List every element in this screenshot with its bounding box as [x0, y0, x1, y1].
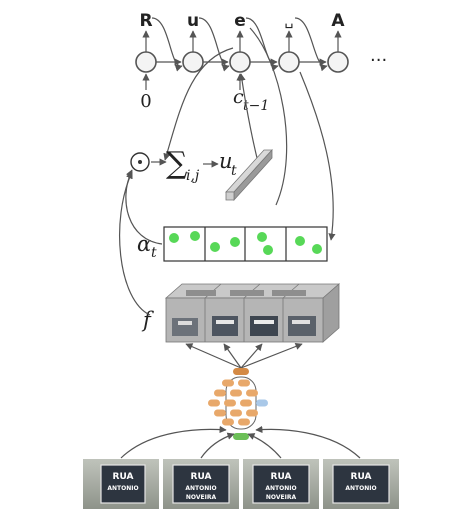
input-image-3: RUA ANTONIO NOVEIRA [243, 459, 319, 509]
input-image-4: RUA ANTONIO [323, 459, 399, 509]
sign-line-2: ANTONIO [107, 485, 138, 492]
attention-map [163, 226, 328, 262]
attention-dot [230, 237, 240, 247]
rnn-node-5 [327, 51, 349, 73]
attention-dot [257, 232, 267, 242]
cnn-network [208, 368, 268, 440]
alpha-to-odot-arrow [125, 169, 163, 245]
cnn-layer-cell [256, 399, 268, 407]
sequence-ellipsis: ··· [370, 50, 387, 71]
f-to-odot-arrow [118, 171, 151, 316]
attention-dot [312, 244, 322, 254]
cnn-layer-cell [238, 418, 250, 426]
feature-map-label: f [141, 308, 154, 332]
output-char-A: A [331, 11, 345, 31]
cnn-layer-cell [230, 389, 242, 397]
cnn-layer-cell [222, 379, 234, 387]
feature-subscript: t [231, 163, 237, 179]
feature-map-blocks [164, 283, 341, 343]
attention-dot [210, 242, 220, 252]
cnn-layer-cell [222, 418, 234, 426]
feature-vector-bar [225, 148, 273, 202]
cnn-output-layer [233, 368, 249, 375]
output-char-u: u [187, 11, 199, 31]
attention-dot [263, 245, 273, 255]
sum-symbol: ∑ [166, 146, 188, 181]
feedback-loops [151, 17, 328, 72]
cnn-layer-cell [208, 399, 220, 407]
cnn-layer-cell [238, 379, 250, 387]
cnn-layer-cell [214, 389, 226, 397]
output-char-R: R [139, 11, 152, 31]
cnn-to-features-arrows [185, 343, 303, 369]
cnn-layer-cell [230, 409, 242, 417]
cnn-layer-cell [240, 399, 252, 407]
sign-line-1: RUA [113, 472, 134, 482]
input-images: RUA ANTONIO RUA ANTONIO NOVEIRA RUA ANTONIO NOV… [83, 459, 399, 509]
sign-line-1: RUA [271, 472, 292, 482]
input-image-2: RUA ANTONIO NOVEIRA [163, 459, 239, 509]
rnn-node-3 [229, 51, 251, 73]
sign-line-2: ANTONIO [265, 485, 296, 492]
sign-line-2: ANTONIO [345, 485, 376, 492]
cnn-layer-cell [224, 399, 236, 407]
context-subscript: t−1 [243, 98, 269, 114]
input-image-1: RUA ANTONIO [83, 459, 159, 509]
attention-dot [190, 231, 200, 241]
initial-state-label: 0 [140, 91, 151, 112]
cnn-input-layer [233, 433, 249, 440]
decoder-attention-links [163, 27, 336, 241]
alpha-subscript: t [151, 245, 157, 261]
rnn-node-4 [278, 51, 300, 73]
cnn-layer-cell [246, 389, 258, 397]
odot-dot [138, 160, 142, 164]
rnn-node-1 [135, 51, 157, 73]
output-char-space: ␣ [285, 13, 294, 29]
sign-line-3: NOVEIRA [186, 494, 217, 501]
cnn-layer-cell [246, 409, 258, 417]
attention-dot [169, 233, 179, 243]
images-to-cnn-arrows [120, 425, 361, 459]
output-arrows [142, 30, 342, 52]
attention-dot [295, 236, 305, 246]
sign-line-1: RUA [191, 472, 212, 482]
rnn-node-2 [182, 51, 204, 73]
alpha-label: α [137, 232, 151, 256]
sign-line-2: ANTONIO [185, 485, 216, 492]
cnn-layer-cell [214, 409, 226, 417]
context-label: c [233, 86, 244, 108]
feature-label: u [219, 149, 233, 173]
sign-line-3: NOVEIRA [266, 494, 297, 501]
output-char-e: e [234, 11, 246, 31]
sum-subscript: i,j [186, 168, 200, 184]
sign-line-1: RUA [351, 472, 372, 482]
